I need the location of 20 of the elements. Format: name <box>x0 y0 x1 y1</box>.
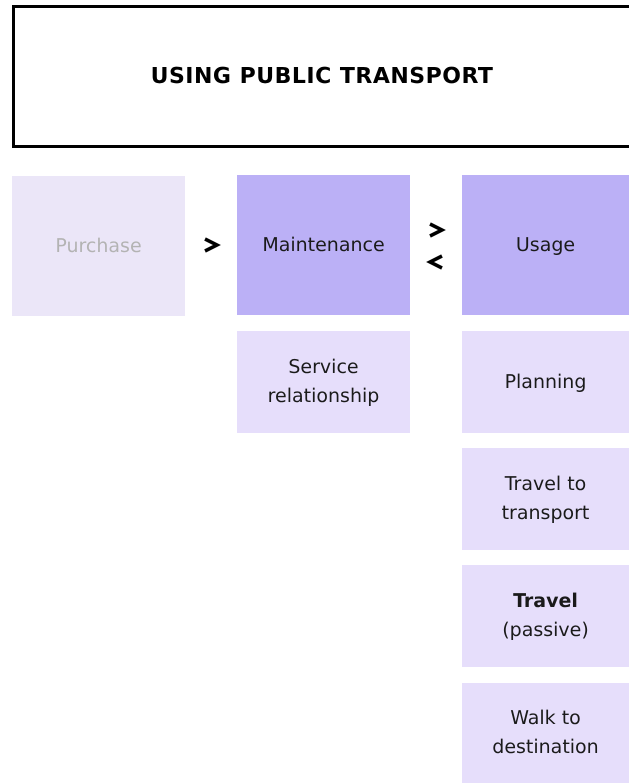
box-label: Travel to transport <box>500 472 590 526</box>
box-label: Planning <box>504 370 586 394</box>
box-label: Purchase <box>55 234 142 258</box>
step-box <box>462 448 629 550</box>
box-label: Service relationship <box>266 355 380 409</box>
box-label: Maintenance <box>262 232 385 258</box>
box-label: Walk to destination <box>491 706 600 760</box>
step-box <box>237 331 410 433</box>
box-label: Usage <box>516 232 576 258</box>
stage-box <box>12 176 185 316</box>
step-box <box>462 565 629 667</box>
step-box <box>462 683 629 783</box>
box-label: Travel (passive) <box>501 589 590 643</box>
stage-box <box>462 175 629 315</box>
title: USING PUBLIC TRANSPORT <box>150 63 494 91</box>
stage-box <box>237 175 410 315</box>
chevron-arrow <box>426 254 443 270</box>
chevron-arrow <box>204 237 221 253</box>
step-box <box>462 331 629 433</box>
chevron-arrow <box>429 222 446 238</box>
